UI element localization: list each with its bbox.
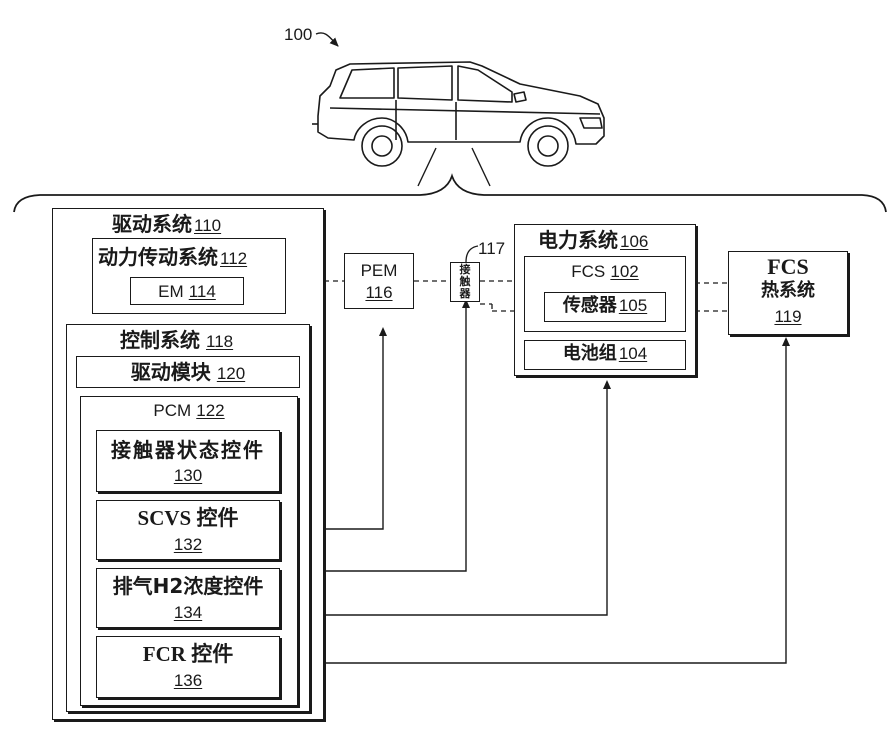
fcs-thermal-title-line2: 热系统 xyxy=(728,282,848,300)
control-system-title: 控制系统 xyxy=(120,328,200,352)
fcs-label: FCS 102 xyxy=(524,263,686,280)
power-system-ref: 106 xyxy=(620,232,648,251)
battery-label: 电池组104 xyxy=(524,345,686,363)
control-system-ref: 118 xyxy=(206,332,233,351)
fcs-thermal-title-line1: FCS xyxy=(728,256,848,278)
battery-title: 电池组 xyxy=(563,343,617,364)
battery-ref: 104 xyxy=(619,344,647,363)
contactor-title: 接 触 器 xyxy=(450,264,480,300)
scvs-title: SCVS 控件 xyxy=(96,508,280,529)
system-brace xyxy=(14,176,886,212)
pcm-label: PCM 122 xyxy=(80,402,298,419)
pem-title: PEM xyxy=(344,262,414,279)
contactor-ref-leader xyxy=(466,246,478,262)
sensor-label: 传感器105 xyxy=(544,297,666,315)
exhaust-h2-title: 排气H2浓度控件 xyxy=(96,576,280,596)
drive-module-label: 驱动模块 120 xyxy=(76,362,300,382)
drive-system-label: 驱动系统110 xyxy=(112,214,221,234)
driveline-ref: 112 xyxy=(220,249,247,268)
scvs-ref: 132 xyxy=(96,536,280,553)
em-label: EM 114 xyxy=(130,283,244,300)
fcs-ref: 102 xyxy=(610,262,638,281)
pcm-ref: 122 xyxy=(196,401,224,420)
power-system-title: 电力系统 xyxy=(538,228,618,252)
exhaust-h2-ref: 134 xyxy=(96,604,280,621)
contactor-ref: 117 xyxy=(478,240,505,257)
driveline-label: 动力传动系统112 xyxy=(98,247,247,267)
contactor-title-line3: 器 xyxy=(450,288,480,300)
fcs-title: FCS xyxy=(571,262,605,281)
sensor-ref: 105 xyxy=(619,296,647,315)
sensor-title: 传感器 xyxy=(563,295,617,316)
drive-system-title: 驱动系统 xyxy=(112,212,192,236)
power-system-label: 电力系统106 xyxy=(538,230,648,250)
em-title: EM xyxy=(158,282,184,301)
pcm-title: PCM xyxy=(153,401,191,420)
control-system-label: 控制系统 118 xyxy=(120,330,233,350)
fcr-title: FCR 控件 xyxy=(96,644,280,665)
pem-ref: 116 xyxy=(344,284,414,301)
figure-label-arrow xyxy=(316,33,338,46)
em-ref: 114 xyxy=(189,282,216,301)
drive-module-title: 驱动模块 xyxy=(131,360,211,384)
contactor-state-title: 接触器状态控件 xyxy=(96,440,280,460)
vehicle-icon xyxy=(312,62,604,166)
drive-module-ref: 120 xyxy=(217,364,245,383)
figure-label: 100 xyxy=(284,26,312,43)
drive-system-ref: 110 xyxy=(194,216,221,235)
fcr-ref: 136 xyxy=(96,672,280,689)
fcs-thermal-ref: 119 xyxy=(728,308,848,325)
driveline-title: 动力传动系统 xyxy=(98,245,218,269)
contactor-state-ref: 130 xyxy=(96,467,280,484)
